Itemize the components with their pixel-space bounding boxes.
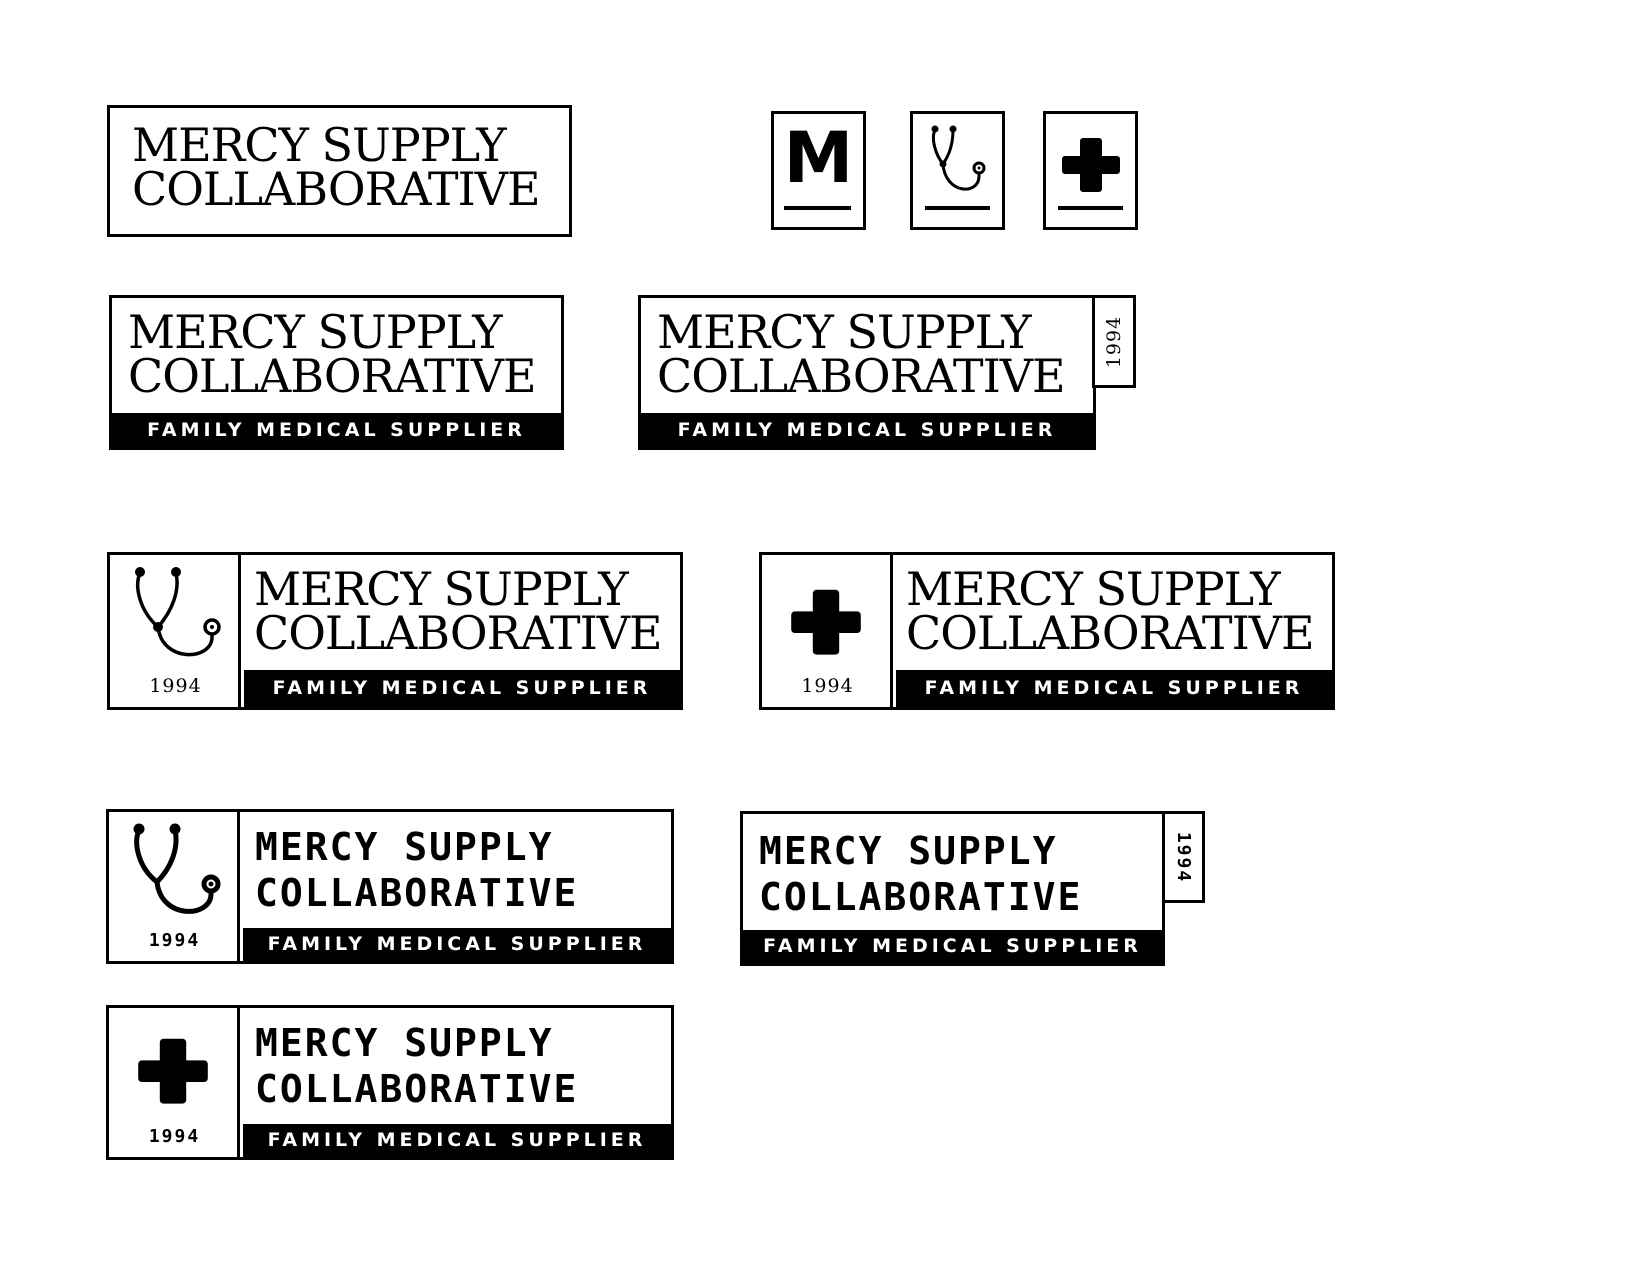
year-label: 1994 (148, 1126, 201, 1147)
logo-line-2: COLLABORATIVE (657, 349, 1066, 403)
medical-cross-icon (791, 589, 861, 655)
tagline-bar: FAMILY MEDICAL SUPPLIER (244, 670, 680, 707)
tagline-bar: FAMILY MEDICAL SUPPLIER (112, 413, 561, 447)
logo-stethoscope-bold: 1994 MERCY SUPPLY COLLABORATIVE FAMILY M… (106, 809, 674, 964)
icon-tile-cross (1043, 111, 1138, 230)
tagline-bar: FAMILY MEDICAL SUPPLIER (743, 930, 1162, 963)
icon-panel: 1994 (110, 555, 241, 707)
year-label: 1994 (1103, 315, 1126, 368)
logo-line-1: MERCY SUPPLY (128, 305, 503, 359)
logo-line-1: MERCY SUPPLY (132, 118, 507, 172)
logo-wordmark-tagline-year-tab: MERCY SUPPLY COLLABORATIVE FAMILY MEDICA… (638, 295, 1096, 450)
medical-cross-icon (1062, 138, 1120, 192)
logo-line-2: COLLABORATIVE (132, 162, 541, 216)
medical-cross-icon (138, 1038, 208, 1104)
logo-line-2: COLLABORATIVE (255, 1067, 579, 1111)
logo-cross-bold: 1994 MERCY SUPPLY COLLABORATIVE FAMILY M… (106, 1005, 674, 1160)
logo-line-2: COLLABORATIVE (128, 349, 537, 403)
stethoscope-icon (133, 823, 221, 914)
stethoscope-icon (135, 567, 221, 657)
logo-stethoscope-serif: 1994 MERCY SUPPLY COLLABORATIVE FAMILY M… (107, 552, 683, 710)
icon-tile-stethoscope (910, 111, 1005, 230)
year-label: 1994 (149, 675, 202, 697)
tagline-bar: FAMILY MEDICAL SUPPLIER (243, 928, 671, 961)
logo-wordmark-simple: MERCY SUPPLY COLLABORATIVE (107, 105, 572, 237)
icon-panel: 1994 (762, 555, 893, 707)
logo-cross-serif: 1994 MERCY SUPPLY COLLABORATIVE FAMILY M… (759, 552, 1335, 710)
year-label: 1994 (801, 675, 854, 697)
logo-line-1: MERCY SUPPLY (255, 1021, 554, 1065)
logo-line-2: COLLABORATIVE (906, 606, 1315, 660)
tile-underline (1058, 206, 1123, 210)
icon-tile-monogram: M (771, 111, 866, 230)
icon-panel: 1994 (109, 812, 240, 961)
monogram-letter: M (783, 117, 854, 199)
year-label: 1994 (1173, 831, 1195, 883)
tagline-bar: FAMILY MEDICAL SUPPLIER (641, 413, 1093, 447)
logo-line-1: MERCY SUPPLY (657, 305, 1032, 359)
stethoscope-icon (931, 125, 986, 191)
tile-underline (784, 206, 851, 210)
logo-line-1: MERCY SUPPLY (255, 825, 554, 869)
year-tab: 1994 (1092, 295, 1136, 388)
logo-line-1: MERCY SUPPLY (254, 562, 629, 616)
year-tab: 1994 (1162, 811, 1205, 903)
logo-line-2: COLLABORATIVE (255, 871, 579, 915)
logo-line-2: COLLABORATIVE (759, 875, 1083, 919)
tile-underline (925, 206, 990, 210)
tagline-bar: FAMILY MEDICAL SUPPLIER (896, 670, 1332, 707)
icon-panel: 1994 (109, 1008, 240, 1157)
logo-line-1: MERCY SUPPLY (906, 562, 1281, 616)
year-label: 1994 (148, 930, 201, 951)
logo-line-1: MERCY SUPPLY (759, 829, 1058, 873)
tagline-bar: FAMILY MEDICAL SUPPLIER (243, 1124, 671, 1157)
logo-line-2: COLLABORATIVE (254, 606, 663, 660)
logo-wordmark-tagline: MERCY SUPPLY COLLABORATIVE FAMILY MEDICA… (109, 295, 564, 450)
logo-bold-year-tab: MERCY SUPPLY COLLABORATIVE FAMILY MEDICA… (740, 811, 1165, 966)
